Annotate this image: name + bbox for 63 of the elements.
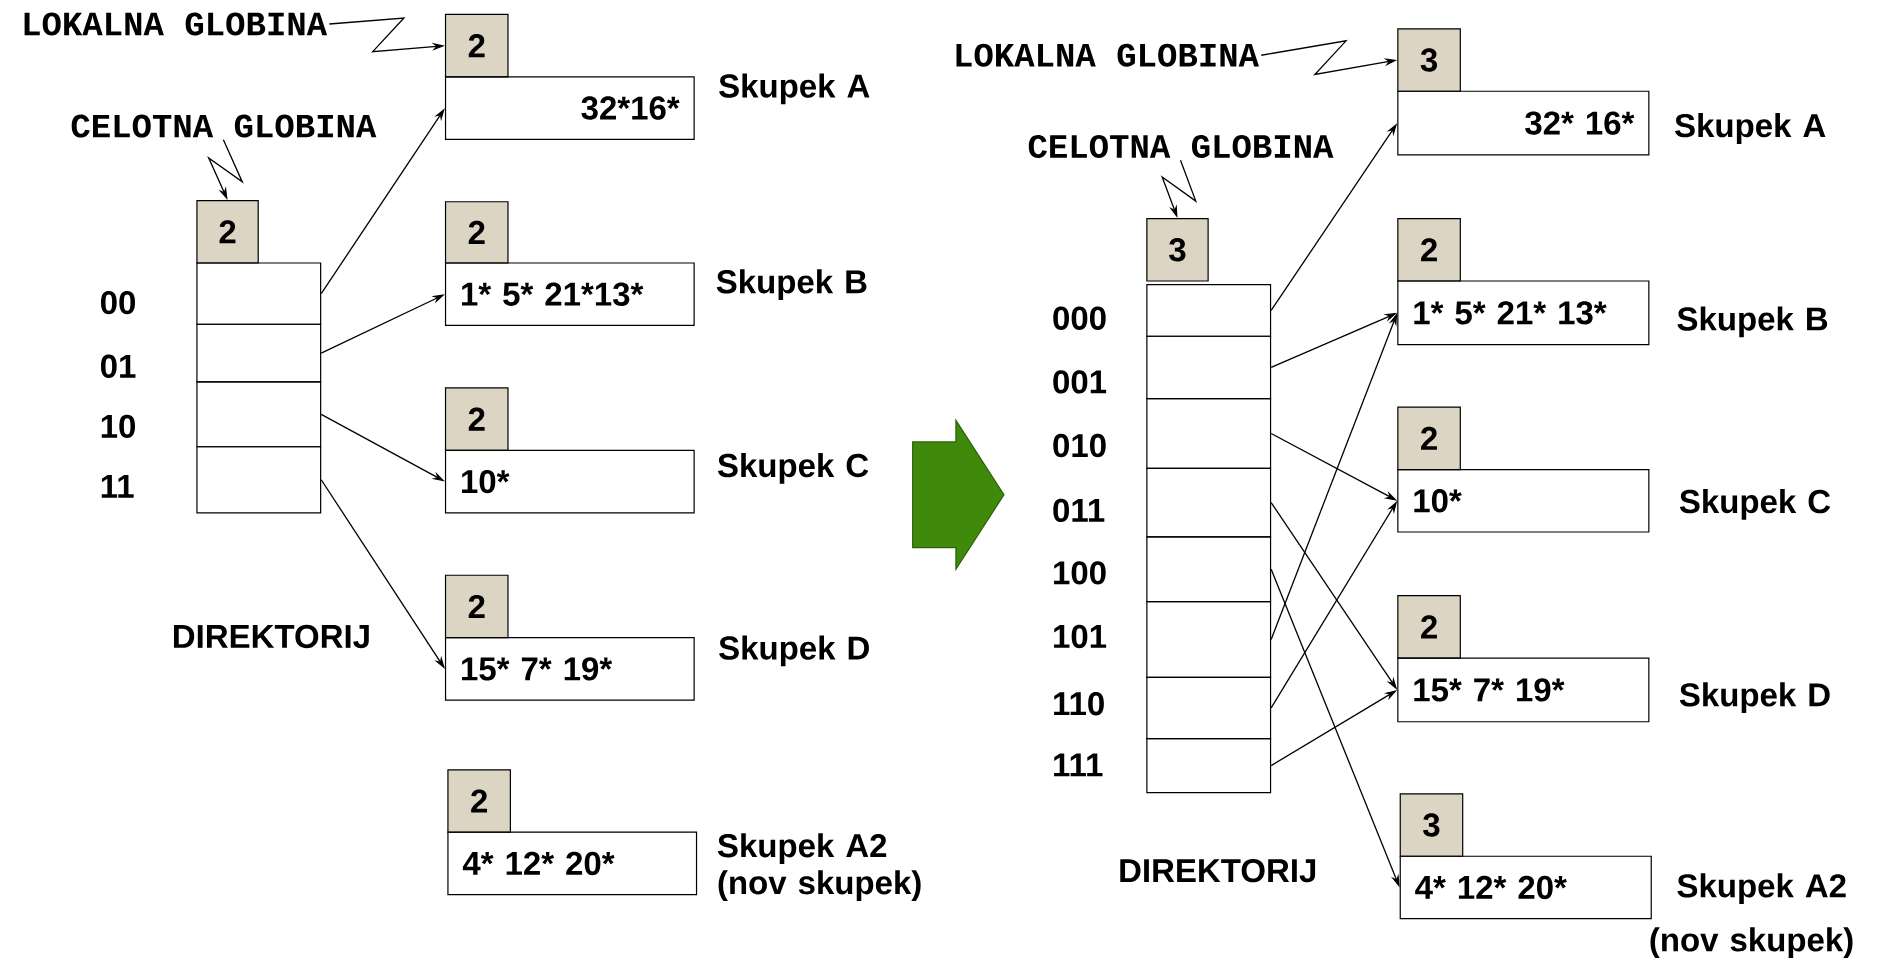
- depth-box: 2: [1397, 594, 1461, 659]
- directory-cell: [1146, 467, 1272, 538]
- depth-box: 2: [444, 574, 509, 639]
- bucket-label: Skupek D: [719, 635, 869, 667]
- directory-cell: [1146, 536, 1272, 603]
- directory-cell: [1146, 600, 1272, 678]
- bucket-box: 1* 5* 21*13*: [444, 262, 695, 326]
- directory-cell: [1146, 397, 1272, 469]
- bucket-box: 10*: [1397, 468, 1650, 533]
- bucket-label: (nov skupek): [1650, 927, 1853, 958]
- directory-cell: [196, 323, 322, 383]
- bucket-box: 4* 12* 20*: [447, 831, 698, 896]
- depth-box: 3: [1399, 793, 1464, 857]
- bucket-box: 15* 7* 19*: [444, 636, 695, 701]
- bucket-box: 15* 7* 19*: [1397, 657, 1650, 723]
- bit-label: 00: [101, 290, 136, 315]
- bucket-label: Skupek A: [719, 73, 870, 105]
- bit-label: 10: [101, 414, 136, 438]
- bucket-box: 32*16*: [444, 76, 695, 140]
- depth-box: 3: [1146, 217, 1209, 282]
- directory-cell: [1146, 335, 1272, 400]
- bit-label: 001: [1053, 370, 1107, 394]
- bucket-label: Skupek D: [1679, 682, 1830, 713]
- bucket-label: Skupek A2 (nov skupek): [717, 833, 921, 901]
- bit-label: 000: [1053, 306, 1106, 330]
- bucket-label: Skupek A: [1675, 112, 1826, 144]
- directory-cell: [196, 445, 322, 514]
- directory-label: DIREKTORIJ: [174, 624, 369, 648]
- directory-cell: [196, 381, 322, 448]
- directory-cell: [196, 262, 322, 325]
- bucket-label: Skupek B: [1677, 306, 1828, 338]
- bucket-label: Skupek C: [717, 452, 869, 484]
- depth-box: 2: [444, 387, 509, 451]
- bit-label: 100: [1054, 561, 1106, 585]
- directory-cell: [1146, 737, 1272, 794]
- directory-label: DIREKTORIJ: [1120, 858, 1316, 883]
- bit-label: 11: [101, 474, 134, 498]
- bit-label: 111: [1054, 753, 1103, 777]
- bucket-box: 10*: [444, 449, 695, 514]
- bucket-box: 1* 5* 21* 13*: [1397, 280, 1650, 346]
- bucket-box: 32* 16*: [1397, 90, 1650, 156]
- depth-box: 3: [1397, 28, 1461, 92]
- bit-label: 010: [1053, 433, 1106, 458]
- depth-box: 2: [444, 201, 509, 264]
- bit-label: 01: [101, 354, 136, 378]
- depth-caption: LOKALNA GLOBINA: [24, 12, 328, 36]
- depth-box: 2: [1397, 406, 1461, 470]
- bit-label: 011: [1053, 498, 1105, 522]
- directory-cell: [1146, 676, 1272, 739]
- depth-caption: LOKALNA GLOBINA: [956, 43, 1259, 67]
- directory-cell: [1146, 283, 1272, 337]
- bucket-label: Skupek B: [716, 269, 867, 300]
- bucket-box: 4* 12* 20*: [1399, 855, 1652, 920]
- depth-box: 2: [447, 769, 511, 833]
- depth-box: 2: [444, 13, 509, 78]
- bucket-label: Skupek C: [1679, 488, 1831, 520]
- depth-box: 2: [196, 199, 259, 264]
- depth-box: 2: [1397, 217, 1461, 282]
- bucket-label: Skupek A2: [1677, 873, 1846, 904]
- bit-label: 110: [1054, 691, 1104, 716]
- depth-caption: CELOTNA GLOBINA: [1028, 134, 1334, 158]
- depth-caption: CELOTNA GLOBINA: [71, 114, 377, 138]
- bit-label: 101: [1054, 624, 1107, 648]
